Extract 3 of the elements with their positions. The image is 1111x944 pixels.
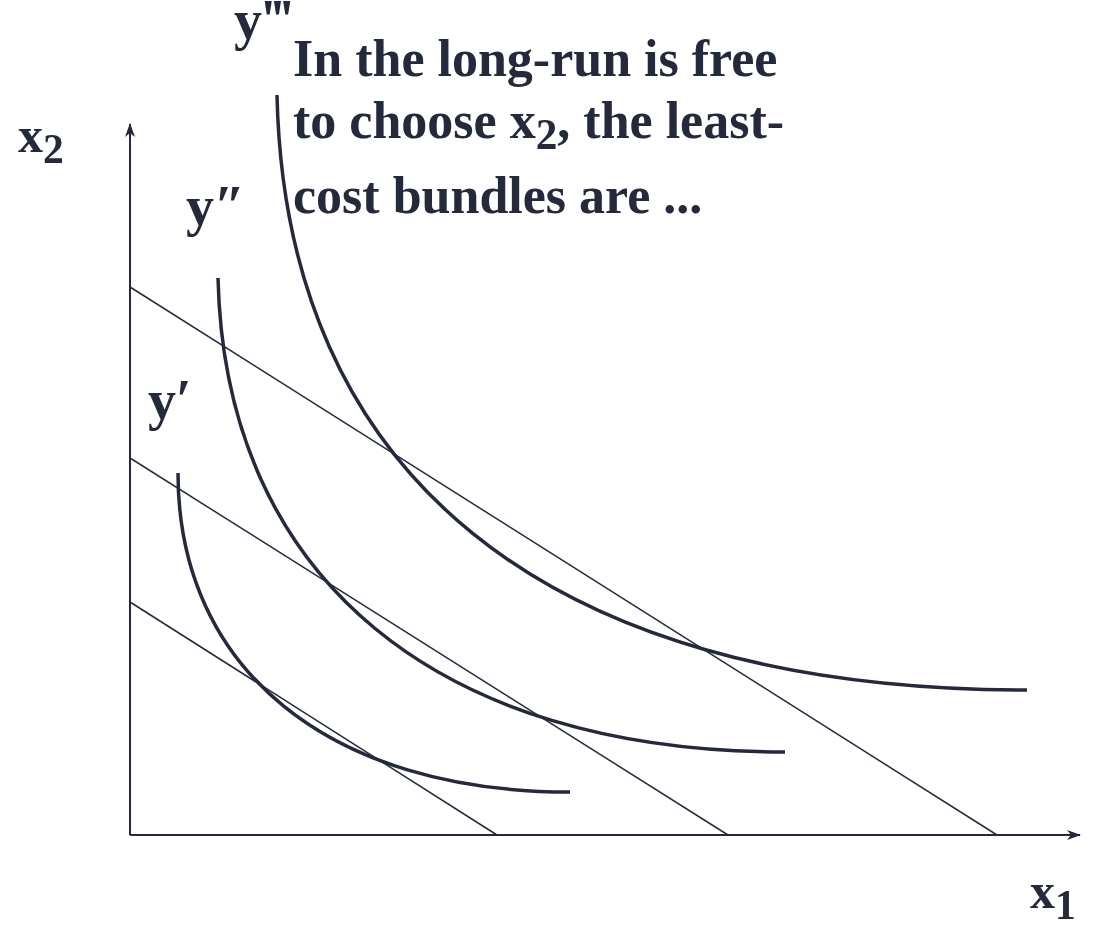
axis-label: x$_{1}$: [1030, 866, 1076, 927]
heading-text: In the long-run is free to choose x$_{2}$, the least-cost bundles are ...: [293, 29, 786, 227]
axis-label: x$_{2}$: [18, 110, 64, 171]
